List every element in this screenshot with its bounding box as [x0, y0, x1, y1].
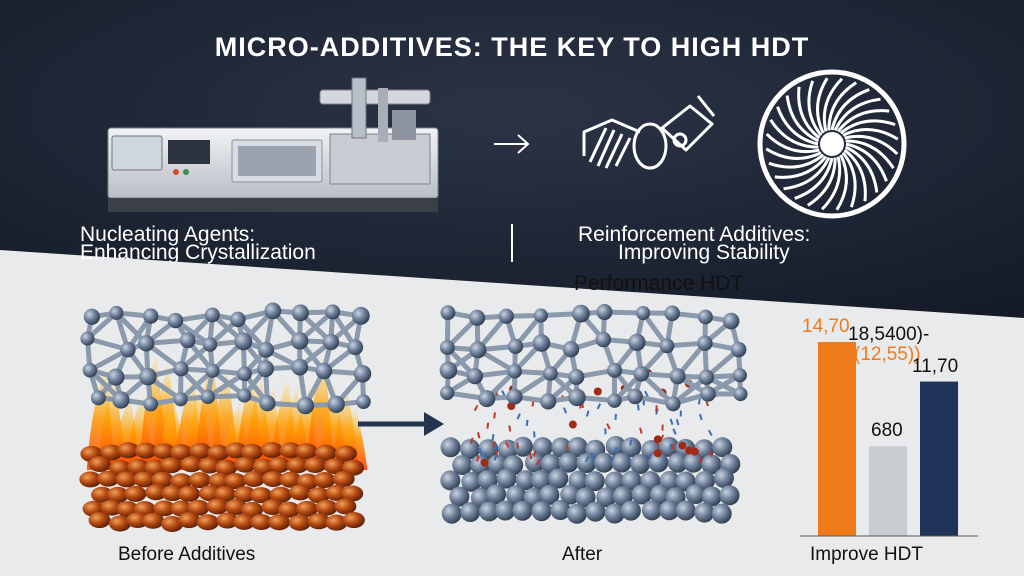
- hdt-bar-1: [818, 341, 856, 536]
- hdt-bar-value-label-3: 11,70: [912, 355, 959, 377]
- before-molecular-structure-illustration: [79, 302, 372, 532]
- injection-molding-machine-icon: [107, 77, 439, 212]
- reinforcement-heading-line2: Improving Stability: [618, 241, 790, 264]
- page-title: MICRO-ADDITIVES: THE KEY TO HIGH HDT: [214, 32, 810, 62]
- hdt-bar-value-label-1: 14,70: [802, 315, 850, 337]
- performance-hdt-label: Performance HDT: [574, 272, 744, 295]
- nucleating-heading-line2: Enhancing Crystallization: [80, 241, 316, 264]
- improve-hdt-caption: Improve HDT: [810, 544, 923, 565]
- before-after-arrow-icon: [358, 412, 444, 436]
- turbine-fan-icon: [757, 69, 907, 219]
- hdt-bar-3: [920, 381, 958, 536]
- nucleating-heading-line1: Nucleating Agents:: [80, 223, 256, 246]
- dark-header-background: [0, 0, 1024, 318]
- hdt-bar-2: [869, 446, 907, 536]
- before-additives-caption: Before Additives: [118, 544, 256, 565]
- bar-annotation-line2: (12,55)): [854, 344, 921, 365]
- after-molecular-structure-illustration: [439, 303, 748, 524]
- after-caption: After: [562, 544, 603, 565]
- hdt-bar-chart: [800, 341, 978, 537]
- reinforcement-clamp-icon: [582, 95, 716, 170]
- bar-annotation-line1: 18,5400)-: [848, 324, 930, 345]
- arrow-right-icon: [494, 134, 530, 154]
- reinforcement-heading-line1: Reinforcement Additives:: [578, 223, 811, 246]
- hdt-bar-value-label-2: 680: [871, 420, 903, 442]
